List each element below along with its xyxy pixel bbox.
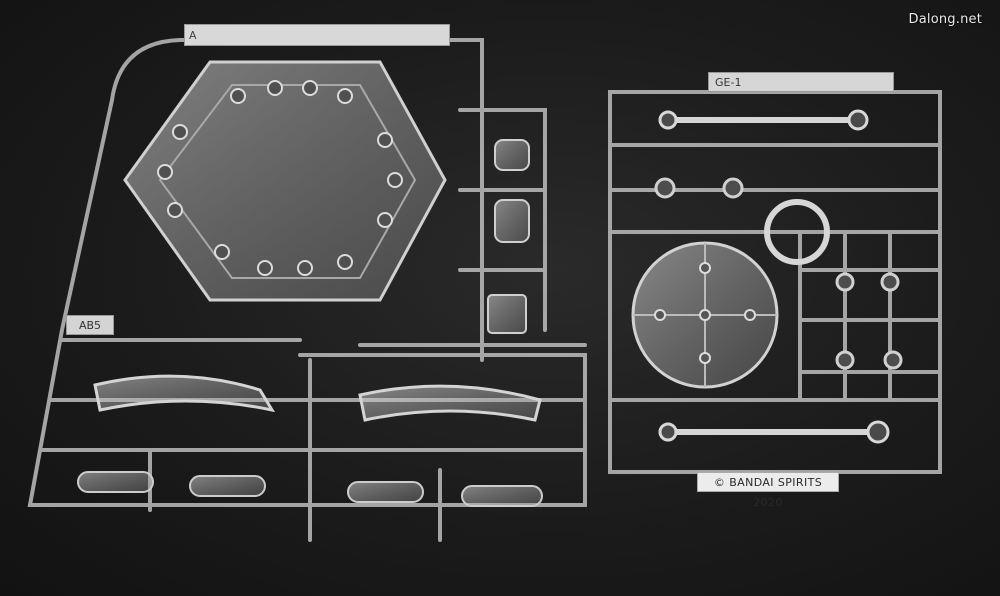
- runner-tag-a: A: [184, 24, 450, 46]
- small-joint-parts: [654, 177, 903, 370]
- runner-tag-ge: GE-1: [708, 72, 894, 92]
- curved-arm-parts: [93, 374, 542, 422]
- hexagon-peg-holes: [157, 80, 403, 276]
- rod-end-joints: [658, 109, 890, 444]
- hexagon-display-base: [123, 60, 447, 302]
- left-runner-frame: [27, 38, 587, 542]
- runner-tag-letter: A: [189, 29, 197, 42]
- round-display-base: [631, 241, 779, 389]
- runner-sub-tag: AB5: [66, 315, 114, 335]
- rod-parts: [665, 117, 883, 435]
- copyright-plate: © BANDAI SPIRITS 2020: [697, 472, 839, 509]
- ring-part: [764, 199, 830, 265]
- joint-parts: [487, 139, 530, 334]
- watermark: Dalong.net: [908, 12, 982, 27]
- pill-parts: [77, 471, 543, 507]
